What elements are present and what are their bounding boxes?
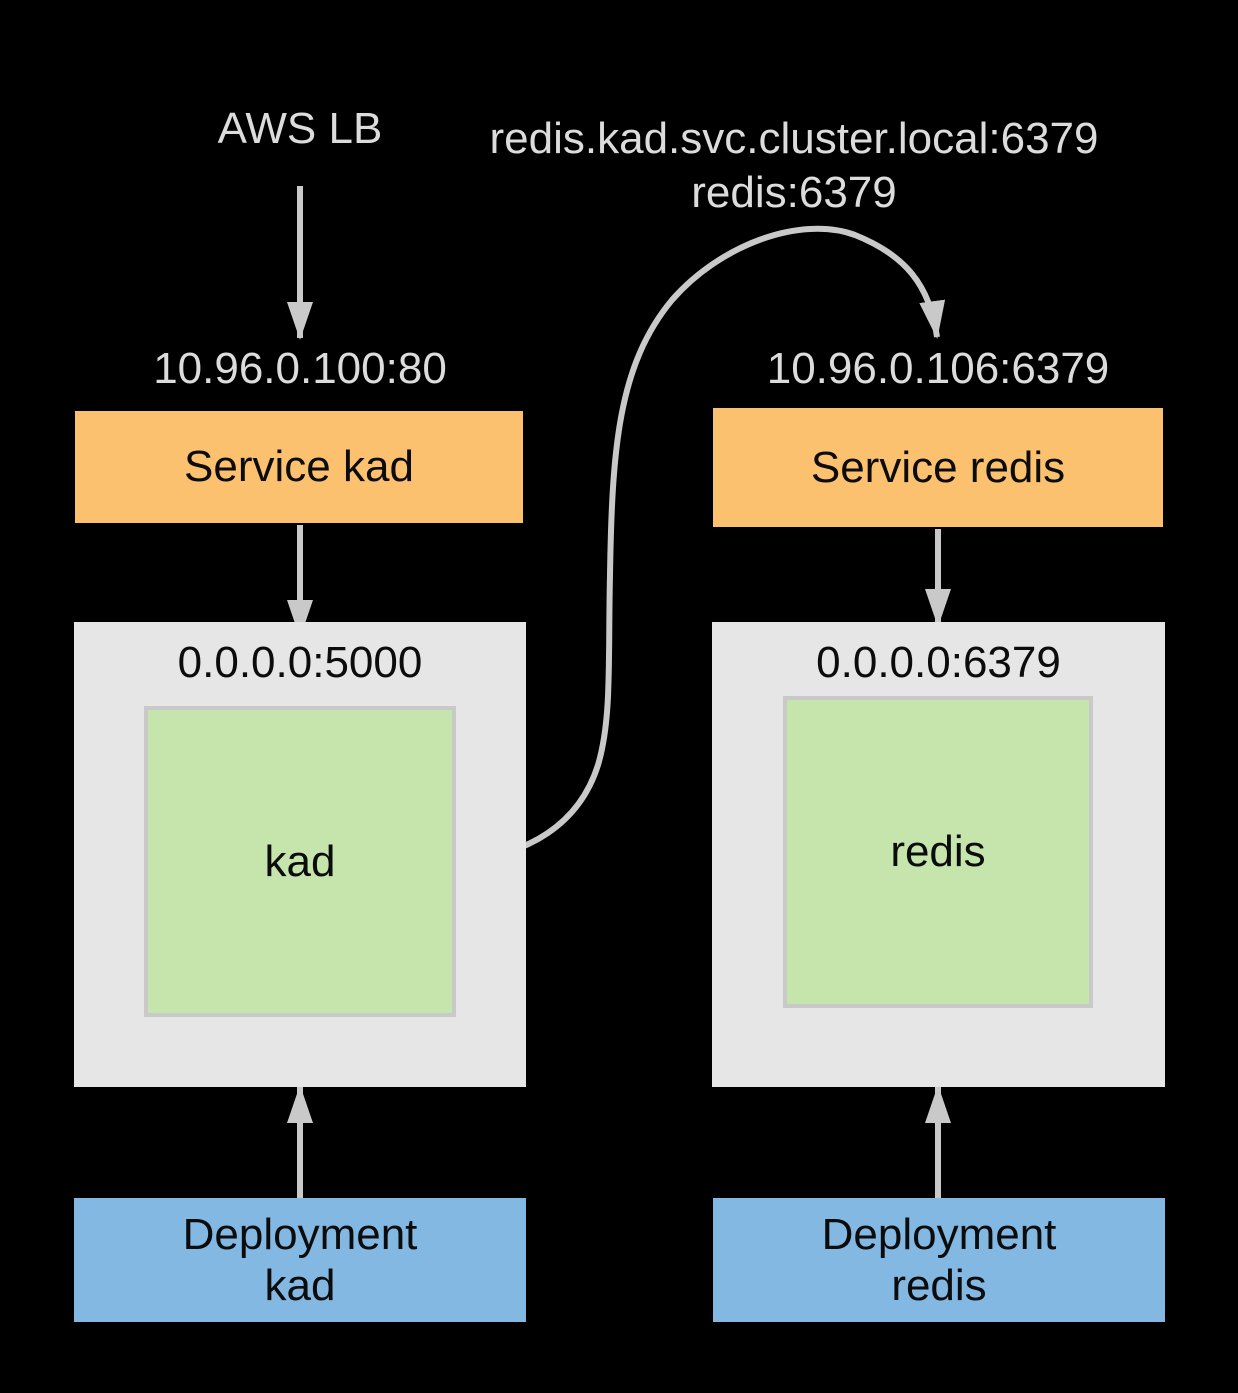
aws-lb-label: AWS LB: [217, 104, 383, 153]
service-redis-label: Service redis: [810, 442, 1066, 492]
container-redis-box: redis: [783, 696, 1093, 1008]
pod-kad-bind-address: 0.0.0.0:5000: [177, 638, 423, 687]
pod-kad-box: 0.0.0.0:5000 kad: [74, 622, 526, 1087]
deployment-kad-box: Deployment kad: [74, 1198, 526, 1322]
container-kad-box: kad: [144, 706, 456, 1017]
service-kad-box: Service kad: [75, 411, 523, 523]
container-kad-label: kad: [264, 836, 336, 886]
deployment-kad-label-line2: kad: [264, 1261, 336, 1310]
service-kad-ip-label: 10.96.0.100:80: [153, 344, 447, 393]
deployment-redis-box: Deployment redis: [713, 1198, 1165, 1322]
service-redis-ip-label: 10.96.0.106:6379: [766, 344, 1110, 393]
deployment-redis-label-line2: redis: [891, 1261, 987, 1310]
dns-label: redis.kad.svc.cluster.local:6379 redis:6…: [444, 112, 1144, 220]
dns-label-line2: redis:6379: [691, 168, 897, 217]
deployment-redis-label-line1: Deployment: [821, 1209, 1057, 1259]
pod-redis-bind-address: 0.0.0.0:6379: [816, 638, 1061, 687]
deployment-kad-label-line1: Deployment: [182, 1209, 418, 1259]
service-kad-label: Service kad: [184, 442, 414, 491]
service-redis-box: Service redis: [713, 408, 1163, 527]
container-redis-label: redis: [890, 827, 986, 876]
dns-label-line1: redis.kad.svc.cluster.local:6379: [489, 114, 1099, 163]
pod-redis-box: 0.0.0.0:6379 redis: [712, 622, 1165, 1087]
